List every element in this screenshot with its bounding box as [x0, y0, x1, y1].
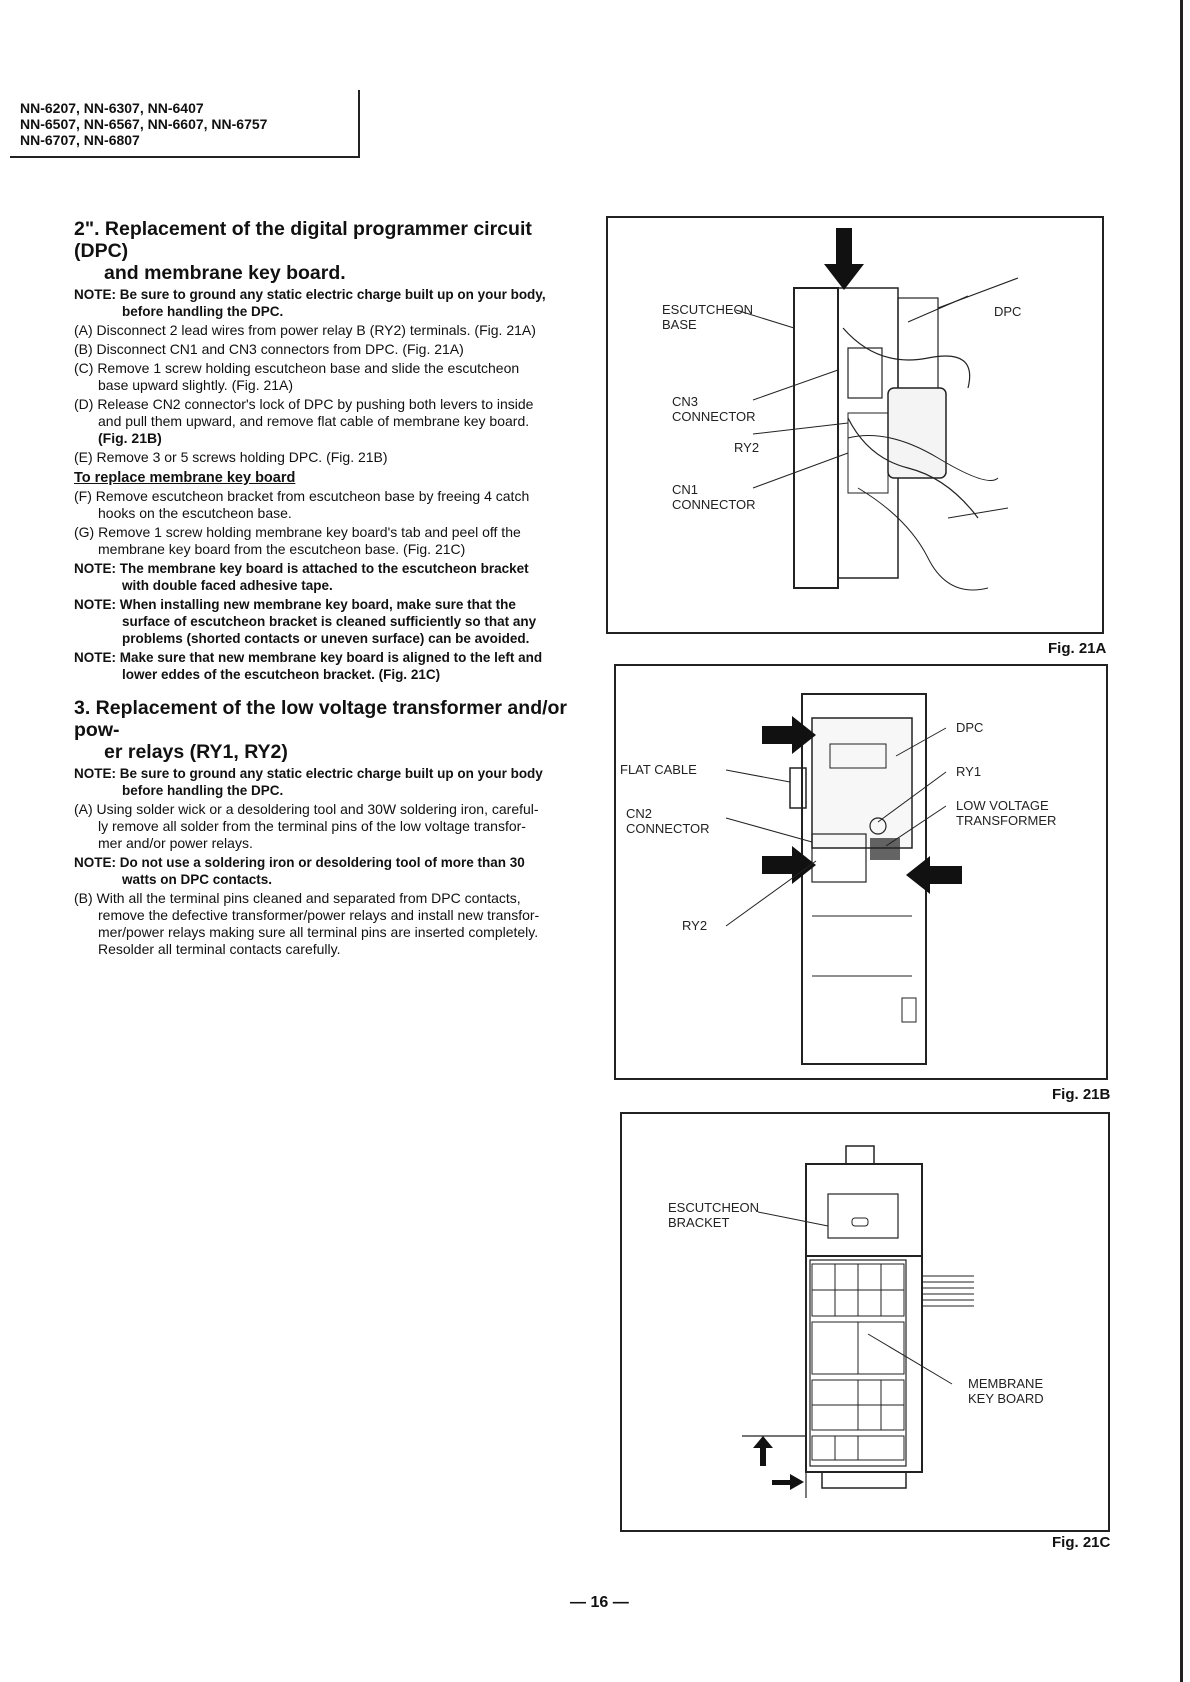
instructions-column: 2". Replacement of the digital programme… — [74, 218, 584, 958]
figure-21b-drawing — [725, 693, 962, 1065]
label-flat-cable: FLAT CABLE — [620, 762, 697, 777]
step-text: (C) Remove 1 screw holding escutcheon ba… — [74, 360, 520, 376]
section-3-step-a: (A) Using solder wick or a desoldering t… — [74, 801, 584, 852]
step-text: ly remove all solder from the terminal p… — [98, 818, 526, 834]
step-c: (C) Remove 1 screw holding escutcheon ba… — [74, 360, 584, 394]
step-text: (B) With all the terminal pins cleaned a… — [74, 890, 521, 906]
label-escutcheon-base: ESCUTCHEON BASE — [662, 302, 754, 332]
note-text: lower eddes of the escutcheon bracket. (… — [122, 667, 441, 682]
figure-21c-drawing — [742, 1145, 974, 1498]
label-membrane-key-board: MEMBRANE KEY BOARD — [968, 1376, 1044, 1406]
step-text: membrane key board from the escutcheon b… — [98, 541, 466, 557]
section-3-step-b: (B) With all the terminal pins cleaned a… — [74, 890, 584, 958]
note-text: surface of escutcheon bracket is cleaned… — [122, 614, 537, 629]
label-low-voltage-transformer: LOW VOLTAGE TRANSFORMER — [956, 798, 1057, 828]
step-text: remove the defective transformer/power r… — [98, 907, 540, 923]
model-line-2: NN-6507, NN-6567, NN-6607, NN-6757 — [20, 116, 268, 132]
caption-fig-21b: Fig. 21B — [1052, 1086, 1111, 1103]
label-ry2: RY2 — [682, 918, 708, 933]
label-ry2: RY2 — [734, 440, 760, 455]
step-text: (G) Remove 1 screw holding membrane key … — [74, 524, 521, 540]
step-text: hooks on the escutcheon base. — [98, 505, 292, 521]
sub-heading-membrane: To replace membrane key board — [74, 470, 296, 486]
model-line-3: NN-6707, NN-6807 — [20, 132, 140, 148]
note-text: NOTE: Make sure that new membrane key bo… — [74, 650, 543, 665]
label-cn2-connector: CN2 CONNECTOR — [626, 806, 710, 836]
section-2-title-line1: 2". Replacement of the digital programme… — [74, 218, 532, 262]
model-line-1: NN-6207, NN-6307, NN-6407 — [20, 100, 204, 116]
section-2-note-1: NOTE: Be sure to ground any static elect… — [74, 286, 584, 320]
section-2-note-4: NOTE: Make sure that new membrane key bo… — [74, 649, 584, 683]
section-2-title-line2: and membrane key board. — [104, 262, 346, 284]
step-d: (D) Release CN2 connector's lock of DPC … — [74, 396, 584, 447]
section-3-title-line2: er relays (RY1, RY2) — [104, 741, 288, 763]
step-text: mer and/or power relays. — [98, 835, 253, 851]
section-3-title-line1: 3. Replacement of the low voltage transf… — [74, 697, 568, 741]
step-a: (A) Disconnect 2 lead wires from power r… — [74, 322, 536, 338]
label-dpc: DPC — [994, 304, 1022, 319]
note-text: watts on DPC contacts. — [122, 872, 273, 887]
step-text: (F) Remove escutcheon bracket from escut… — [74, 488, 530, 504]
section-3-title: 3. Replacement of the low voltage transf… — [74, 697, 584, 763]
step-e: (E) Remove 3 or 5 screws holding DPC. (F… — [74, 449, 388, 465]
caption-fig-21a: Fig. 21A — [1048, 640, 1107, 657]
model-list: NN-6207, NN-6307, NN-6407 NN-6507, NN-65… — [10, 100, 267, 148]
section-2-title: 2". Replacement of the digital programme… — [74, 218, 584, 284]
figure-21a-drawing — [735, 228, 1019, 591]
note-text: before handling the DPC. — [122, 783, 284, 798]
step-text: (A) Using solder wick or a desoldering t… — [74, 801, 539, 817]
note-text: NOTE: Do not use a soldering iron or des… — [74, 855, 525, 870]
note-text: before handling the DPC. — [122, 304, 284, 319]
figure-21b: DPC FLAT CABLE RY1 CN2 CONNECTOR LOW VOL… — [614, 664, 1108, 1080]
section-2-note-3: NOTE: When installing new membrane key b… — [74, 596, 584, 647]
note-text: NOTE: Be sure to ground any static elect… — [74, 766, 543, 781]
step-text: Resolder all terminal contacts carefully… — [98, 941, 341, 957]
label-cn1-connector: CN1 CONNECTOR — [672, 482, 756, 512]
step-b: (B) Disconnect CN1 and CN3 connectors fr… — [74, 341, 464, 357]
section-3-note-1: NOTE: Be sure to ground any static elect… — [74, 765, 584, 799]
page-number: — 16 — — [570, 1594, 629, 1611]
figure-21c: ESCUTCHEON BRACKET MEMBRANE KEY BOARD — [620, 1112, 1110, 1532]
step-text: (Fig. 21B) — [98, 430, 162, 446]
note-text: problems (shorted contacts or uneven sur… — [122, 631, 530, 646]
step-text: and pull them upward, and remove flat ca… — [98, 413, 530, 429]
step-text: (D) Release CN2 connector's lock of DPC … — [74, 396, 534, 412]
label-escutcheon-bracket: ESCUTCHEON BRACKET — [668, 1200, 760, 1230]
model-header-box — [10, 90, 360, 158]
page-edge-border — [1180, 0, 1190, 1682]
step-g: (G) Remove 1 screw holding membrane key … — [74, 524, 584, 558]
caption-fig-21c: Fig. 21C — [1052, 1534, 1111, 1551]
label-ry1: RY1 — [956, 764, 982, 779]
label-cn3-connector: CN3 CONNECTOR — [672, 394, 756, 424]
note-text: NOTE: Be sure to ground any static elect… — [74, 287, 546, 302]
figure-21a: ESCUTCHEON BASE DPC CN3 CONNECTOR RY2 CN… — [606, 216, 1104, 634]
note-text: NOTE: The membrane key board is attached… — [74, 561, 529, 576]
step-text: mer/power relays making sure all termina… — [98, 924, 539, 940]
section-3-note-2: NOTE: Do not use a soldering iron or des… — [74, 854, 584, 888]
note-text: with double faced adhesive tape. — [122, 578, 333, 593]
step-f: (F) Remove escutcheon bracket from escut… — [74, 488, 584, 522]
step-text: base upward slightly. (Fig. 21A) — [98, 377, 294, 393]
note-text: NOTE: When installing new membrane key b… — [74, 597, 516, 612]
label-dpc: DPC — [956, 720, 984, 735]
section-2-note-2: NOTE: The membrane key board is attached… — [74, 560, 584, 594]
